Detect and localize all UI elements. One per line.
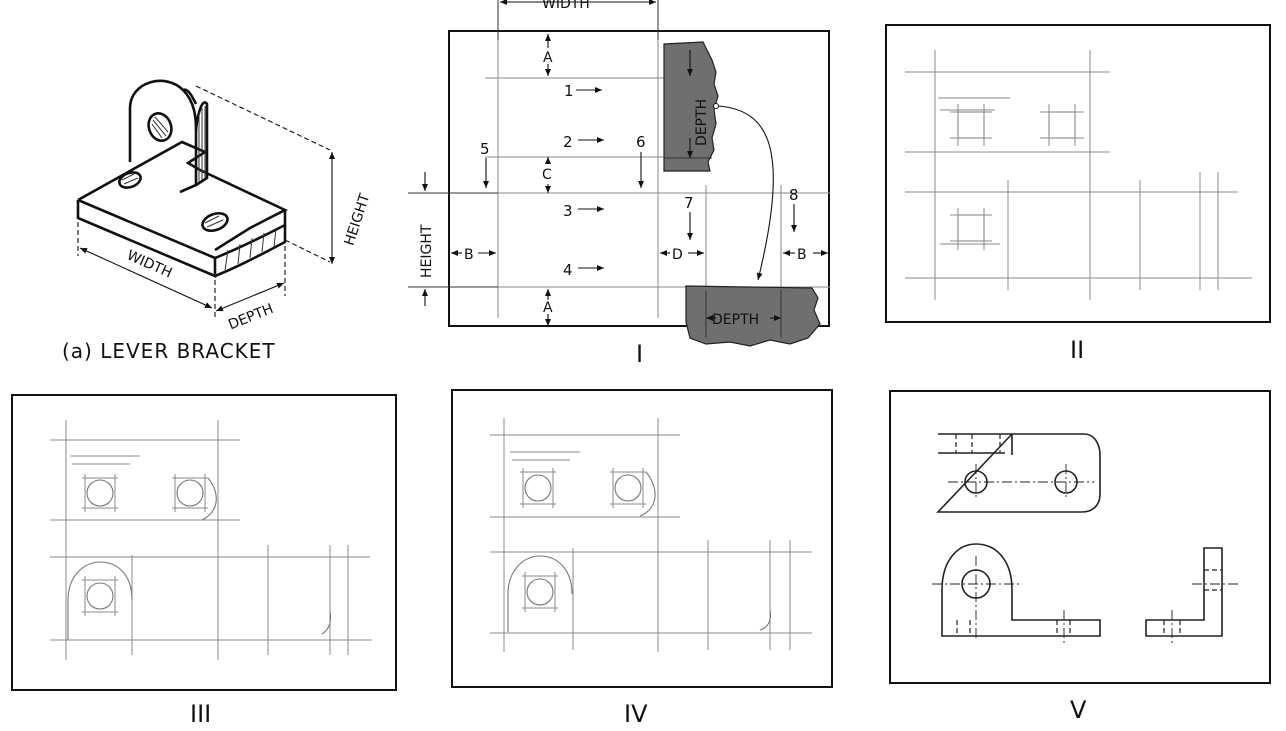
caption-lever-bracket: (a) LEVER BRACKET — [62, 339, 276, 363]
step-7: 7 — [684, 194, 694, 212]
depth-label-upper: DEPTH — [694, 99, 710, 146]
panel-v-label: V — [1070, 696, 1087, 724]
width-label-i: WIDTH — [542, 0, 590, 12]
depth-label-lower: DEPTH — [712, 312, 759, 328]
height-label-a: HEIGHT — [342, 191, 374, 247]
panel-i-label: I — [636, 340, 643, 368]
step-1: 1 — [564, 82, 574, 100]
panel-v: V — [889, 390, 1271, 724]
letter-c: C — [542, 167, 552, 183]
depth-label-a: DEPTH — [226, 301, 276, 334]
panel-iii: III — [11, 394, 397, 728]
step-8: 8 — [789, 186, 799, 204]
step-3: 3 — [563, 202, 573, 220]
step-5: 5 — [480, 140, 490, 158]
letter-d: D — [672, 247, 683, 263]
letter-a-bottom: A — [543, 300, 553, 316]
step-6: 6 — [636, 133, 646, 151]
panel-i: WIDTH A 1 2 5 6 C 3 4 A HEIGHT — [408, 0, 830, 368]
height-label-i: HEIGHT — [419, 224, 435, 278]
step-2: 2 — [563, 133, 573, 151]
panel-iv-label: IV — [624, 700, 648, 728]
lever-bracket-isometric: WIDTH DEPTH HEIGHT (a) LEVER BRACKET — [62, 79, 374, 363]
letter-b-left: B — [464, 247, 474, 263]
step-4: 4 — [563, 261, 573, 279]
panel-iv: IV — [451, 389, 833, 728]
panel-ii-label: II — [1070, 336, 1084, 364]
panel-ii: II — [885, 24, 1271, 364]
width-label-a: WIDTH — [124, 248, 174, 282]
letter-a-top: A — [543, 50, 553, 66]
letter-b-right: B — [797, 247, 807, 263]
panel-iii-label: III — [190, 700, 211, 728]
